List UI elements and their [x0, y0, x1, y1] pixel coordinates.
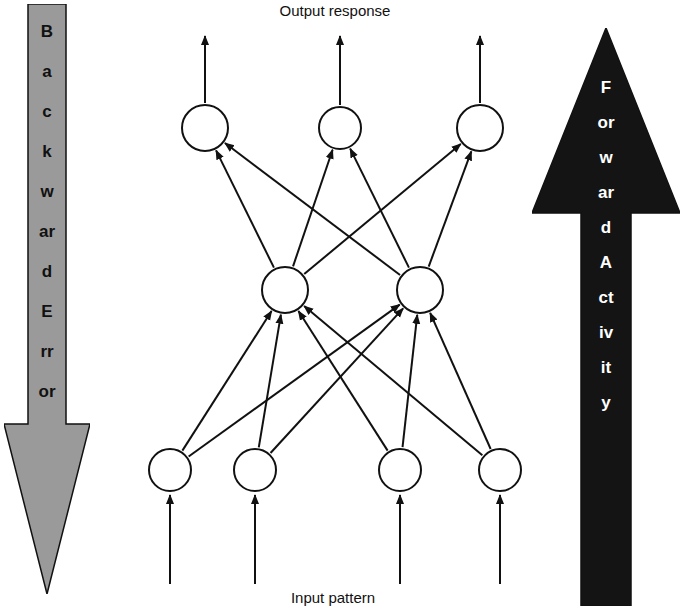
neuron-circle	[261, 266, 309, 314]
axis-label: Input pattern	[289, 589, 377, 606]
weight-connector	[304, 144, 461, 274]
output-arrow	[204, 36, 206, 103]
neuron-circle	[478, 448, 522, 492]
weight-connector	[298, 311, 387, 451]
neuron-circle	[396, 266, 444, 314]
weight-connector	[271, 308, 404, 453]
weight-connector	[403, 315, 418, 447]
neuron-circle	[181, 104, 229, 152]
vertical-caption: Forward Activity	[598, 70, 615, 420]
weight-connector	[430, 313, 491, 449]
vertical-caption: Backward Error	[39, 12, 56, 412]
neuron-circle	[318, 106, 362, 150]
neuron-circle	[456, 104, 504, 152]
neuron-circle	[148, 448, 192, 492]
neuron-circle	[233, 448, 277, 492]
input-arrow	[399, 495, 401, 584]
weight-connector	[189, 305, 400, 457]
flow-arrow: Forward Activity	[532, 28, 680, 606]
weight-connector	[304, 306, 482, 455]
axis-label: Output response	[278, 2, 393, 19]
weight-connector	[350, 149, 409, 268]
input-arrow	[499, 495, 501, 584]
weight-connector	[225, 143, 400, 275]
neuron-circle	[378, 448, 422, 492]
input-arrow	[254, 495, 256, 584]
input-arrow	[169, 495, 171, 584]
flow-arrow: Backward Error	[4, 4, 90, 594]
weight-connector	[216, 150, 274, 267]
output-arrow	[339, 36, 341, 105]
weight-connector	[429, 151, 472, 266]
arrow-shape	[4, 4, 90, 594]
weight-connector	[259, 315, 281, 448]
output-arrow	[479, 36, 481, 103]
